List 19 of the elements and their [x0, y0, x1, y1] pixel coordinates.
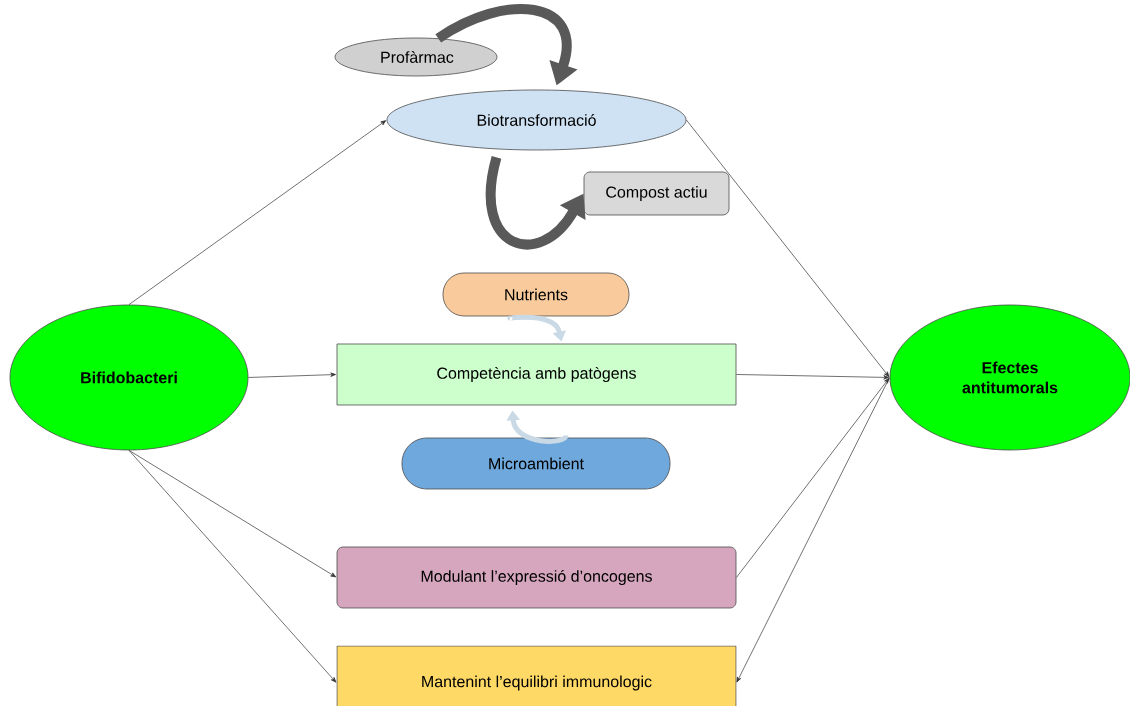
arrow [686, 119, 890, 378]
arrow [736, 377, 890, 683]
arrow [128, 450, 337, 578]
ellipse-node: Bifidobacteri [9, 304, 249, 451]
pill-box: Microambient [401, 437, 671, 490]
process-box: Competència amb patògens [336, 343, 737, 406]
pill-box: Nutrients [442, 272, 630, 317]
arrow [128, 450, 337, 683]
process-box: Mantenint l’equilibri immunologic [336, 645, 737, 706]
ellipse-node: Profàrmac [334, 37, 498, 77]
arrow [736, 377, 890, 578]
rounded-box: Compost actiu [583, 171, 730, 216]
arrow [248, 372, 336, 378]
arrow [736, 374, 889, 380]
arrow [128, 120, 387, 305]
rounded-box: Modulant l’expressió d’oncogens [336, 546, 737, 609]
ellipse-node: Efectes antitumorals [889, 304, 1130, 451]
ellipse-node: Biotransformació [386, 89, 687, 151]
block-arrow [485, 156, 586, 250]
